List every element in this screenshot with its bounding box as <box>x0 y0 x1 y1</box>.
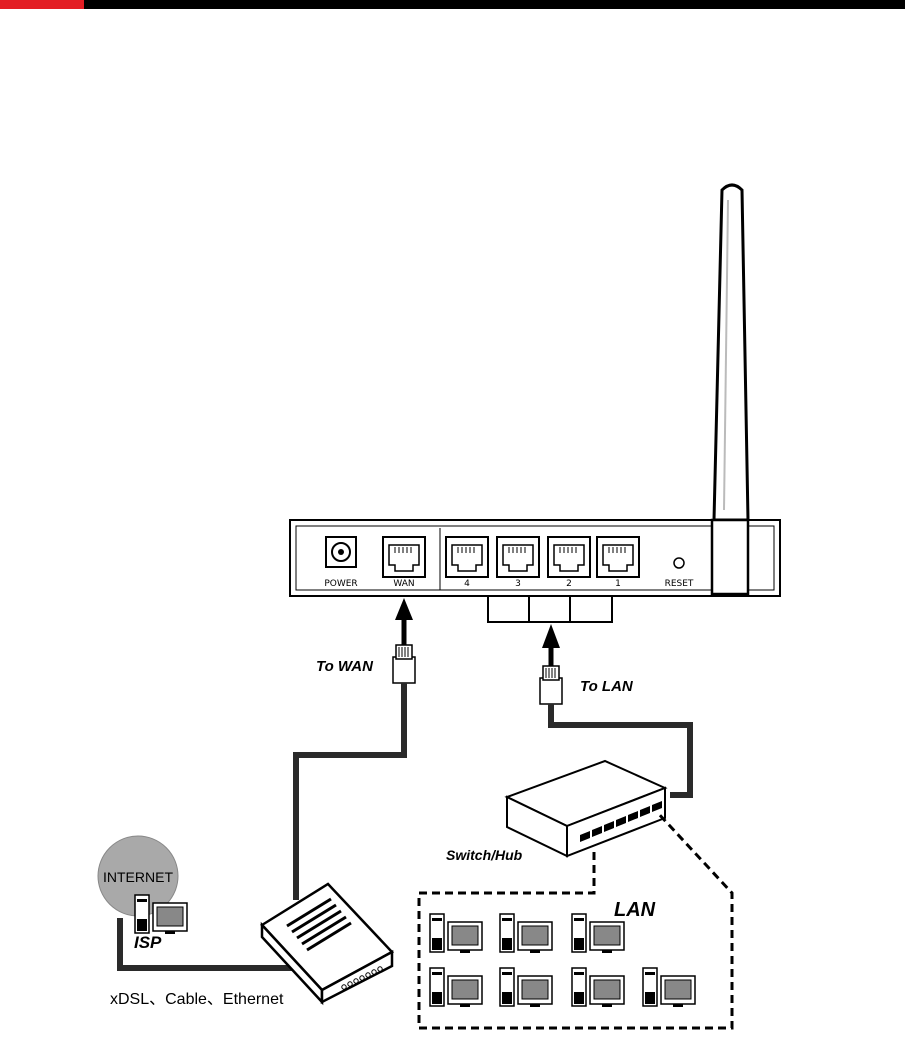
to-wan-label: To WAN <box>316 658 374 675</box>
computer-icon <box>643 968 695 1007</box>
switch-hub-label: Switch/Hub <box>446 847 523 863</box>
lan-label: LAN <box>614 899 656 921</box>
reset-button <box>674 558 684 568</box>
antenna-icon <box>714 185 748 520</box>
lan-port-2-label: 2 <box>566 579 572 589</box>
arrow-up-icon <box>542 624 560 666</box>
wan-label: WAN <box>393 579 414 589</box>
computer-icon <box>500 914 552 953</box>
power-label: POWER <box>324 579 357 589</box>
wan-cable <box>296 683 404 900</box>
computer-icon <box>572 968 624 1007</box>
computer-icon <box>430 914 482 953</box>
rj45-plug-icon <box>393 645 415 683</box>
computer-icon <box>500 968 552 1007</box>
computer-icon <box>430 968 482 1007</box>
lan-port-4 <box>446 537 488 577</box>
lan-port-1 <box>597 537 639 577</box>
lan-port-4-label: 4 <box>464 579 470 589</box>
switch-icon <box>507 761 665 856</box>
to-lan-label: To LAN <box>580 678 634 695</box>
modem-icon <box>262 884 392 1002</box>
isp-label: ISP <box>134 933 162 952</box>
reset-label: RESET <box>665 579 694 589</box>
lan-port-3 <box>497 537 539 577</box>
wan-port <box>383 537 425 577</box>
modem-types-label: xDSL、Cable、Ethernet <box>110 991 284 1008</box>
lan-port-2 <box>548 537 590 577</box>
power-port <box>326 537 356 567</box>
internet-label: INTERNET <box>103 869 173 885</box>
arrow-up-icon <box>395 598 413 646</box>
lan-port-3-label: 3 <box>515 579 521 589</box>
lan-bracket <box>488 596 612 622</box>
rj45-plug-icon <box>540 666 562 704</box>
lan-port-1-label: 1 <box>615 579 621 589</box>
